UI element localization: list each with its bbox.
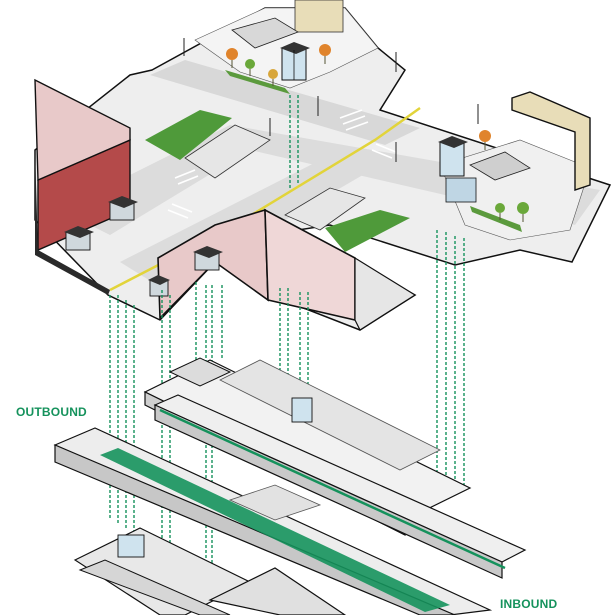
- elevator-headhouse-icon: [280, 42, 310, 81]
- outbound-station-rooms: [219, 359, 441, 471]
- inbound-platform-level: [53, 427, 493, 615]
- tree-icon: [268, 69, 278, 86]
- inbound-track-bed: [100, 448, 450, 612]
- outbound-track-line: [159, 408, 506, 570]
- inbound-lower-tunnel: [208, 567, 347, 615]
- tan-building-top: [294, 0, 344, 33]
- median-island-left: [184, 124, 271, 179]
- tree-icon: [517, 202, 529, 222]
- tree-icon: [319, 44, 331, 64]
- outbound-platform-level: [143, 357, 527, 579]
- planter-strip-right: [470, 206, 522, 232]
- bus-shelter-icon: [148, 275, 170, 297]
- sidewalk-lower-strip: [354, 256, 417, 331]
- tree-icon: [226, 48, 238, 68]
- street-light-icon: [183, 38, 479, 162]
- bus-shelter-icon: [193, 246, 223, 271]
- brick-building-side: [34, 78, 131, 182]
- tree-icon: [245, 59, 255, 76]
- elevator-headhouse-icon: [438, 136, 477, 203]
- station-entrance-canopy-right: [469, 151, 531, 181]
- median-island-right: [284, 187, 366, 231]
- outbound-mezzanine: [168, 357, 232, 387]
- brick-wall-section-cut: [35, 150, 110, 295]
- planter-strip-upper: [225, 70, 290, 94]
- grass-median-lower: [325, 210, 410, 252]
- inbound-elevator-shaft: [117, 534, 145, 558]
- cross-street-road: [150, 60, 420, 145]
- grass-median-upper: [145, 110, 232, 160]
- tan-building-right: [511, 91, 591, 191]
- crosswalks: [167, 109, 397, 219]
- bus-shelter-icon: [64, 226, 94, 251]
- inbound-label: INBOUND: [500, 597, 558, 611]
- street-level-plane: [34, 0, 612, 331]
- inbound-cross-passage: [228, 484, 322, 521]
- tree-icon: [495, 203, 505, 220]
- outbound-label: OUTBOUND: [16, 405, 87, 419]
- tree-icon: [479, 130, 491, 150]
- inbound-tunnel-end: [78, 559, 231, 615]
- station-entrance-building-upper: [231, 17, 299, 49]
- bus-shelter-icon: [108, 196, 138, 221]
- outbound-elevator-shaft: [291, 397, 313, 423]
